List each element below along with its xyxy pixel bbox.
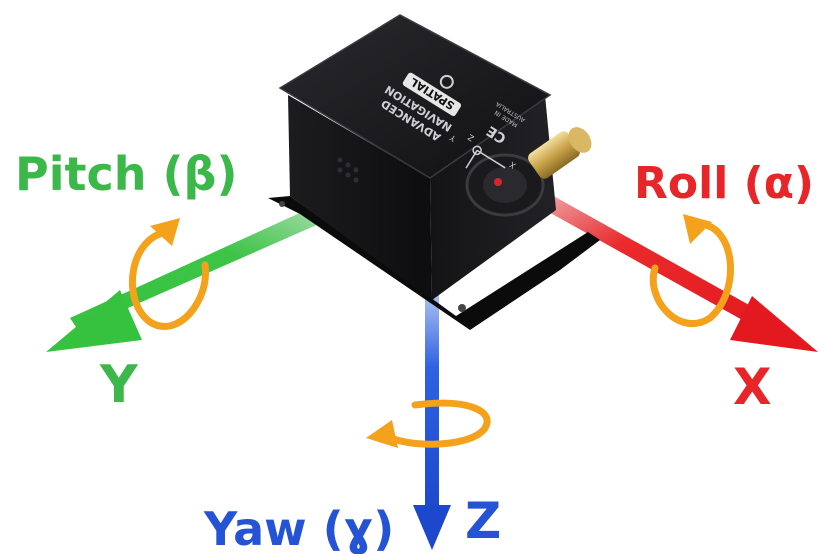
x-axis-arrow bbox=[520, 184, 818, 352]
roll-label: Roll (α) bbox=[634, 158, 814, 209]
z-axis-letter: Z bbox=[465, 492, 501, 550]
mount-hole bbox=[458, 304, 466, 312]
x-axis-letter: X bbox=[733, 358, 772, 416]
pitch-rotation-arrow bbox=[128, 218, 209, 330]
y-axis-letter: Y bbox=[99, 355, 139, 415]
roll-rotation-arrow bbox=[649, 214, 734, 327]
frame-y-label: Y bbox=[448, 133, 458, 144]
yaw-label: Yaw (ɣ) bbox=[203, 502, 394, 554]
yaw-rotation-arrow bbox=[366, 399, 491, 448]
gear-logo-icon bbox=[439, 74, 454, 89]
imu-device: ADVANCED NAVIGATION SPATIAL CE MADE IN A… bbox=[268, 14, 600, 330]
pitch-label: Pitch (β) bbox=[15, 147, 237, 201]
connector bbox=[465, 127, 592, 217]
frame-x-label: X bbox=[508, 159, 518, 170]
frame-z-label: Z bbox=[466, 132, 476, 143]
mount-hole bbox=[279, 201, 285, 207]
z-axis-arrow bbox=[413, 290, 451, 550]
vent-holes bbox=[337, 157, 359, 183]
y-axis-arrow bbox=[46, 190, 362, 352]
